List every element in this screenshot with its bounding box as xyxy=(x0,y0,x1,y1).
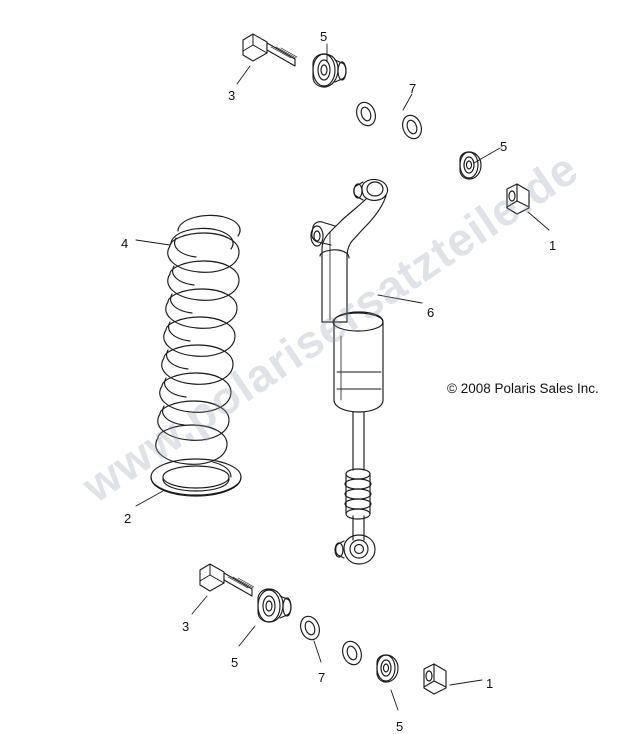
leader-line xyxy=(449,679,483,686)
callout-5-bottom-right: 5 xyxy=(396,719,404,734)
leader-line xyxy=(313,640,322,663)
part-4-spring xyxy=(155,214,241,465)
callout-7-top: 7 xyxy=(409,81,417,96)
part-3-bolt-bottom xyxy=(199,563,255,597)
callout-5-top: 5 xyxy=(320,29,328,44)
callout-7-bottom: 7 xyxy=(318,670,326,685)
part-3-bolt-top xyxy=(242,33,298,67)
callout-1-bottom-right: 1 xyxy=(486,676,494,691)
part-6-shock-absorber xyxy=(310,178,389,565)
part-1-nut-bottom-right xyxy=(423,663,447,695)
leader-line xyxy=(236,65,251,85)
copyright-notice: © 2008 Polaris Sales Inc. xyxy=(447,381,599,396)
leader-line xyxy=(191,595,208,615)
part-5-bushing-bottom-left xyxy=(257,588,292,623)
callout-1-upper-right: 1 xyxy=(549,238,557,253)
callout-2-retainer: 2 xyxy=(124,511,132,526)
part-5-bushing-upper-right xyxy=(459,151,482,180)
leader-line xyxy=(135,490,164,507)
leader-line xyxy=(402,93,413,111)
callout-3-bottom: 3 xyxy=(182,619,190,634)
leader-line xyxy=(238,625,256,647)
part-5-bushing-top xyxy=(312,53,347,88)
part-1-nut-upper-right xyxy=(506,183,530,215)
callout-4-spring: 4 xyxy=(121,236,129,251)
leader-line xyxy=(527,211,550,231)
leader-line xyxy=(377,294,423,304)
callout-5-bottom-left: 5 xyxy=(231,655,239,670)
part-2-spring-retainer xyxy=(150,458,242,497)
part-5-bushing-bottom-right xyxy=(376,654,399,683)
part-7-washer-bottom xyxy=(300,615,362,666)
leader-line xyxy=(390,689,399,711)
leader-line xyxy=(473,147,501,164)
part-7-washer-top xyxy=(356,101,422,140)
leader-line xyxy=(135,239,171,246)
callout-3-top-left: 3 xyxy=(228,88,236,103)
callout-6-shock: 6 xyxy=(427,305,435,320)
callout-5-upper-right: 5 xyxy=(500,139,508,154)
